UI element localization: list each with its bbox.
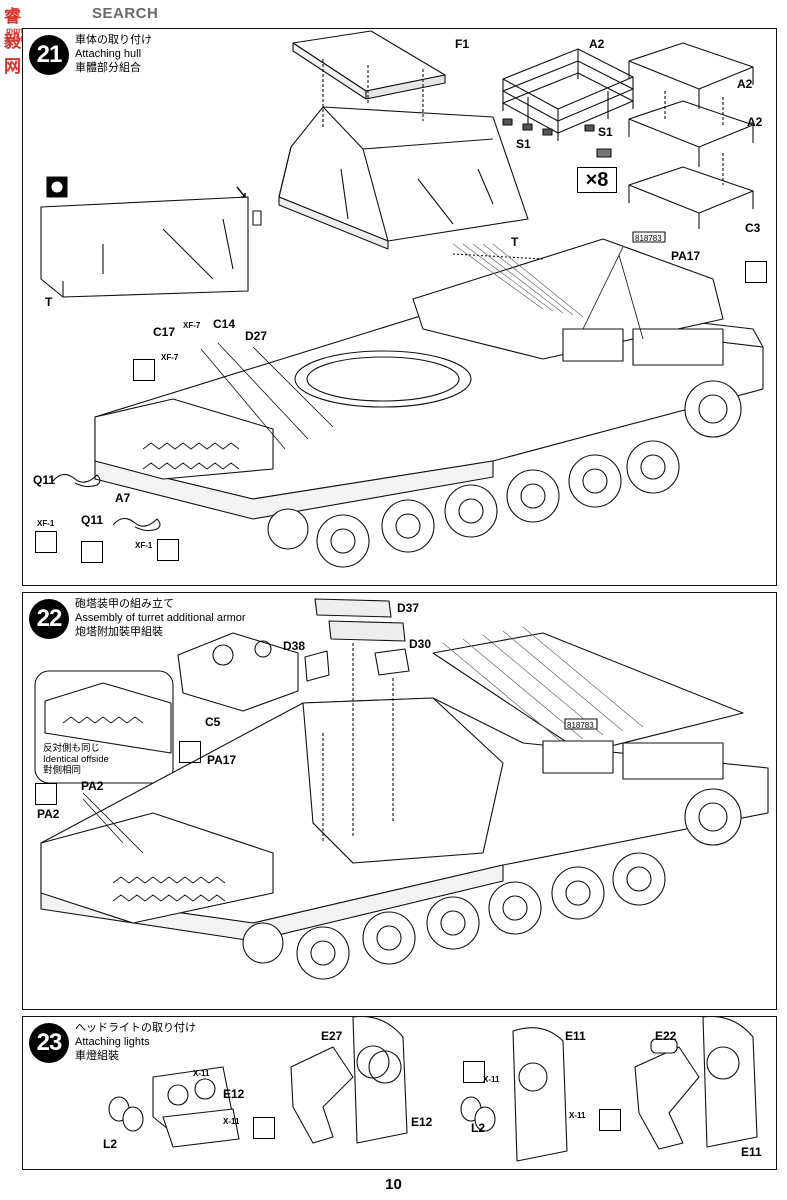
part-label-a7: A7	[115, 491, 131, 505]
step-23-title: ヘッドライトの取り付け Attaching lights 車燈組裝	[75, 1021, 196, 1063]
glue-drop-icon	[179, 741, 201, 763]
step-21-number: 21	[29, 35, 69, 75]
paint-code-x11: X-11	[193, 1069, 210, 1078]
part-label-c3: C3	[745, 221, 761, 235]
step-22-number: 22	[29, 599, 69, 639]
step-22-title: 砲塔装甲の組み立て Assembly of turret additional …	[75, 597, 246, 639]
paint-code-xf1: XF-1	[37, 519, 55, 528]
step-23-illustration	[108, 1017, 758, 1162]
inset-note: 反対側も同じ Identical offside 對側相同	[43, 743, 109, 776]
part-label-c5: C5	[205, 715, 221, 729]
part-label-e22: E22	[655, 1029, 677, 1043]
part-label-a2: A2	[737, 77, 753, 91]
watermark-logo: 睿毅网	[4, 7, 21, 77]
page-number: 10	[385, 1176, 402, 1193]
quantity-x8: ×8	[577, 167, 617, 193]
part-label-e12: E12	[411, 1115, 433, 1129]
step-21-title-ja: 車体の取り付け	[75, 34, 152, 46]
hull-number-plate: 818783	[567, 721, 594, 730]
part-label-d30: D30	[409, 637, 432, 651]
paint-brush-icon	[35, 531, 57, 553]
paint-code-x11: X-11	[483, 1075, 500, 1084]
step-22-illustration	[34, 598, 769, 980]
part-label-c14: C14	[213, 317, 236, 331]
part-label-e27: E27	[321, 1029, 343, 1043]
paint-brush-icon	[463, 1061, 485, 1083]
no-glue-icon	[81, 541, 103, 563]
paint-brush-icon	[599, 1109, 621, 1131]
step-23-title-ja: ヘッドライトの取り付け	[75, 1022, 196, 1034]
step-21-panel: 21 車体の取り付け Attaching hull 車體部分組合 F1 A2 A…	[22, 28, 777, 586]
step-21-title: 車体の取り付け Attaching hull 車體部分組合	[75, 33, 152, 75]
part-label-e11: E11	[565, 1029, 586, 1043]
paint-code-xf1: XF-1	[135, 541, 153, 550]
part-label-s1: S1	[516, 137, 531, 151]
paint-code-xf7: XF-7	[161, 353, 179, 362]
paint-brush-icon	[253, 1117, 275, 1139]
part-label-a2: A2	[589, 37, 605, 51]
paint-code-x11: X-11	[569, 1111, 586, 1120]
glue-drop-icon	[35, 783, 57, 805]
paint-brush-icon	[133, 359, 155, 381]
part-label-d38: D38	[283, 639, 306, 653]
part-label-pa2: PA2	[81, 779, 104, 793]
inset-note-ja: 反対側も同じ	[43, 743, 101, 754]
step-21-title-zh: 車體部分組合	[75, 62, 141, 74]
part-label-l2: L2	[103, 1137, 118, 1151]
step-21-title-en: Attaching hull	[75, 48, 142, 60]
inset-note-en: Identical offside	[43, 754, 109, 765]
part-label-d37: D37	[397, 601, 420, 615]
step-21-illustration	[40, 30, 764, 568]
watermark-text: SEARCH	[92, 5, 159, 22]
paint-code-xf7: XF-7	[183, 321, 201, 330]
part-label-e11: E11	[741, 1145, 762, 1159]
part-label-q11: Q11	[33, 473, 56, 487]
step-22-title-zh: 炮塔附加裝甲組裝	[75, 626, 163, 638]
part-label-pa17: PA17	[207, 753, 237, 767]
paint-code-x11: X-11	[223, 1117, 240, 1126]
step-22-title-en: Assembly of turret additional armor	[75, 612, 246, 624]
part-label-t: T	[511, 235, 519, 249]
part-label-pa17: PA17	[671, 249, 701, 263]
part-label-pa2: PA2	[37, 807, 60, 821]
hull-number-plate: 818783	[635, 234, 662, 243]
part-label-d27: D27	[245, 329, 268, 343]
part-label-t: T	[45, 295, 53, 309]
inset-note-zh: 對側相同	[43, 765, 82, 776]
glue-drop-icon	[745, 261, 767, 283]
paint-brush-icon	[157, 539, 179, 561]
part-label-a2: A2	[747, 115, 763, 129]
step-22-panel: 22 砲塔装甲の組み立て Assembly of turret addition…	[22, 592, 777, 1010]
part-label-e12: E12	[223, 1087, 245, 1101]
part-label-c17: C17	[153, 325, 176, 339]
part-label-f1: F1	[455, 37, 470, 51]
part-label-l2: L2	[471, 1121, 486, 1135]
step-23-number: 23	[29, 1023, 69, 1063]
step-23-panel: 23 ヘッドライトの取り付け Attaching lights 車燈組裝 E12…	[22, 1016, 777, 1170]
step-23-title-en: Attaching lights	[75, 1036, 150, 1048]
step-22-title-ja: 砲塔装甲の組み立て	[75, 598, 174, 610]
part-label-q11: Q11	[81, 513, 104, 527]
step-23-title-zh: 車燈組裝	[75, 1050, 119, 1062]
part-label-s1: S1	[598, 125, 613, 139]
